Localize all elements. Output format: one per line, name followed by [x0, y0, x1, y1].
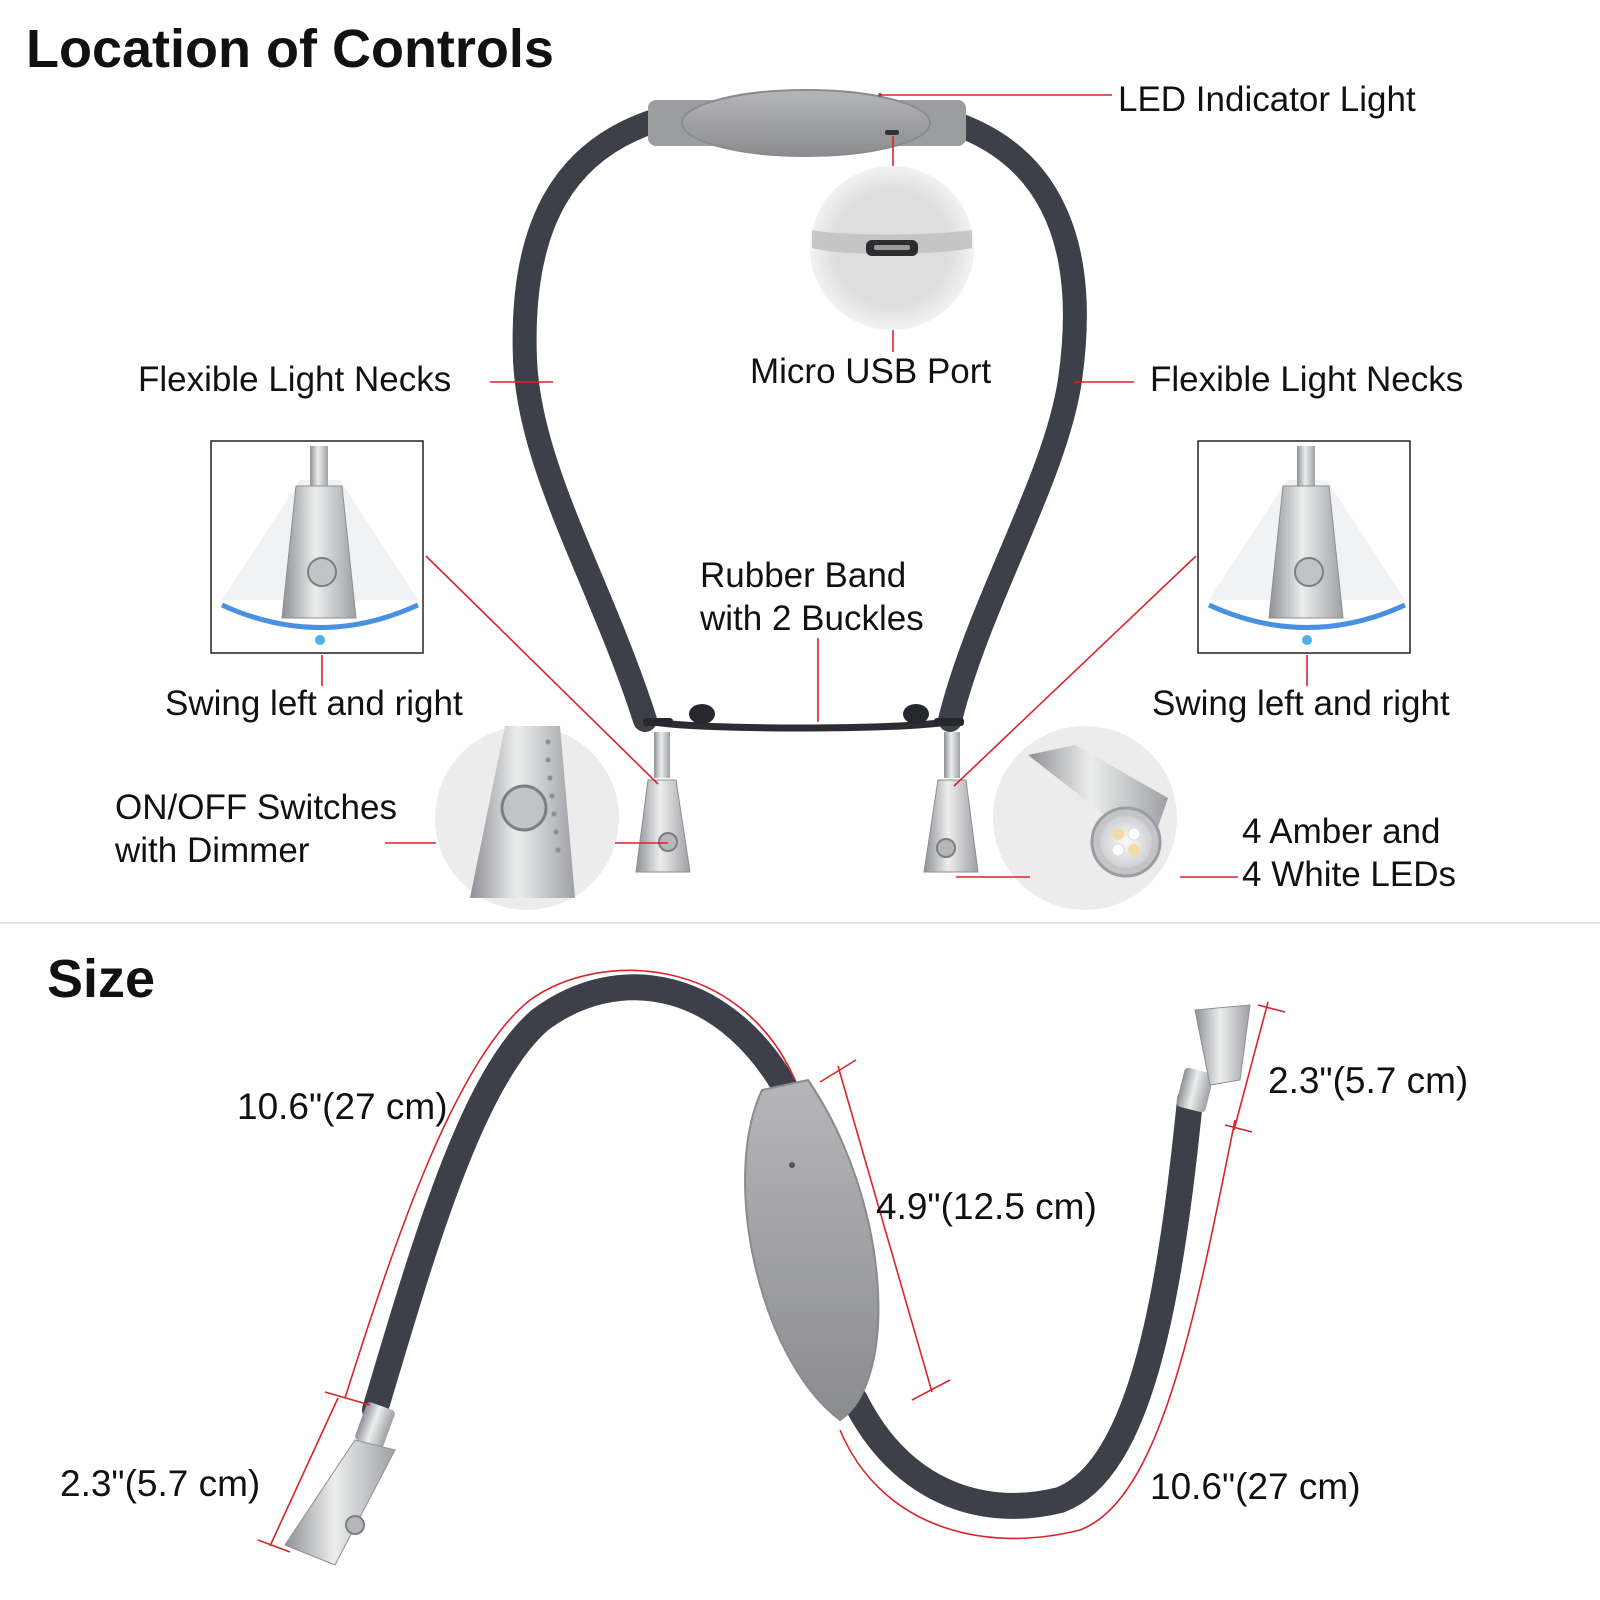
leds-line-2: 4 White LEDs	[1242, 855, 1456, 894]
size-lamp-head-top	[1176, 1004, 1251, 1113]
on-off-label: ON/OFF Switches with Dimmer	[115, 786, 397, 872]
flex-neck-right-label: Flexible Light Necks	[1150, 360, 1464, 399]
head-left-dimension: 2.3"(5.7 cm)	[60, 1463, 261, 1504]
on-off-switch-zoom	[435, 726, 619, 910]
right-buckle	[903, 704, 929, 724]
housing-center-pod	[681, 89, 931, 157]
right-lamp-head	[923, 732, 979, 873]
neck-light-front-view	[512, 89, 1087, 873]
neck-left-dimension: 10.6"(27 cm)	[237, 1086, 448, 1127]
on-off-line-1: ON/OFF Switches	[115, 788, 397, 827]
size-housing	[744, 1078, 880, 1422]
neck-light-side-view	[284, 974, 1251, 1566]
neck-right-dimension: 10.6"(27 cm)	[1150, 1466, 1361, 1507]
usb-port-small	[885, 130, 899, 135]
leds-label: 4 Amber and 4 White LEDs	[1242, 810, 1456, 896]
right-flexible-neck	[908, 102, 1087, 732]
rubber-band-line-2: with 2 Buckles	[700, 599, 924, 638]
leds-zoom	[993, 726, 1177, 910]
left-buckle	[689, 704, 715, 724]
swing-right-label: Swing left and right	[1152, 684, 1450, 723]
swing-arrow-left	[220, 602, 420, 630]
leds-line-1: 4 Amber and	[1242, 812, 1441, 851]
dimension-lines	[257, 969, 1286, 1553]
micro-usb-label: Micro USB Port	[750, 352, 992, 391]
section-divider	[0, 922, 1600, 924]
swing-left-label: Swing left and right	[165, 684, 463, 723]
left-lamp-head	[635, 732, 691, 873]
size-section-title: Size	[47, 949, 156, 1009]
leader-lines-top	[321, 94, 1308, 878]
rubber-band-label: Rubber Band with 2 Buckles	[700, 554, 924, 640]
led-indicator-label: LED Indicator Light	[1118, 80, 1416, 119]
size-hose	[362, 974, 805, 1423]
flex-neck-left-label: Flexible Light Necks	[138, 360, 452, 399]
rubber-band-line-1: Rubber Band	[700, 556, 907, 595]
head-right-dimension: 2.3"(5.7 cm)	[1268, 1060, 1469, 1101]
on-off-line-2: with Dimmer	[115, 831, 310, 870]
size-lamp-head-bottom	[284, 1402, 396, 1566]
usb-port-zoom	[810, 166, 974, 330]
rubber-band	[654, 718, 947, 732]
swing-inset-right	[1197, 440, 1411, 654]
controls-section-title: Location of Controls	[26, 19, 554, 79]
swing-inset-left	[210, 440, 424, 654]
body-dimension: 4.9"(12.5 cm)	[876, 1186, 1097, 1227]
swing-arrow-right	[1207, 602, 1407, 630]
left-flexible-neck	[512, 102, 692, 732]
